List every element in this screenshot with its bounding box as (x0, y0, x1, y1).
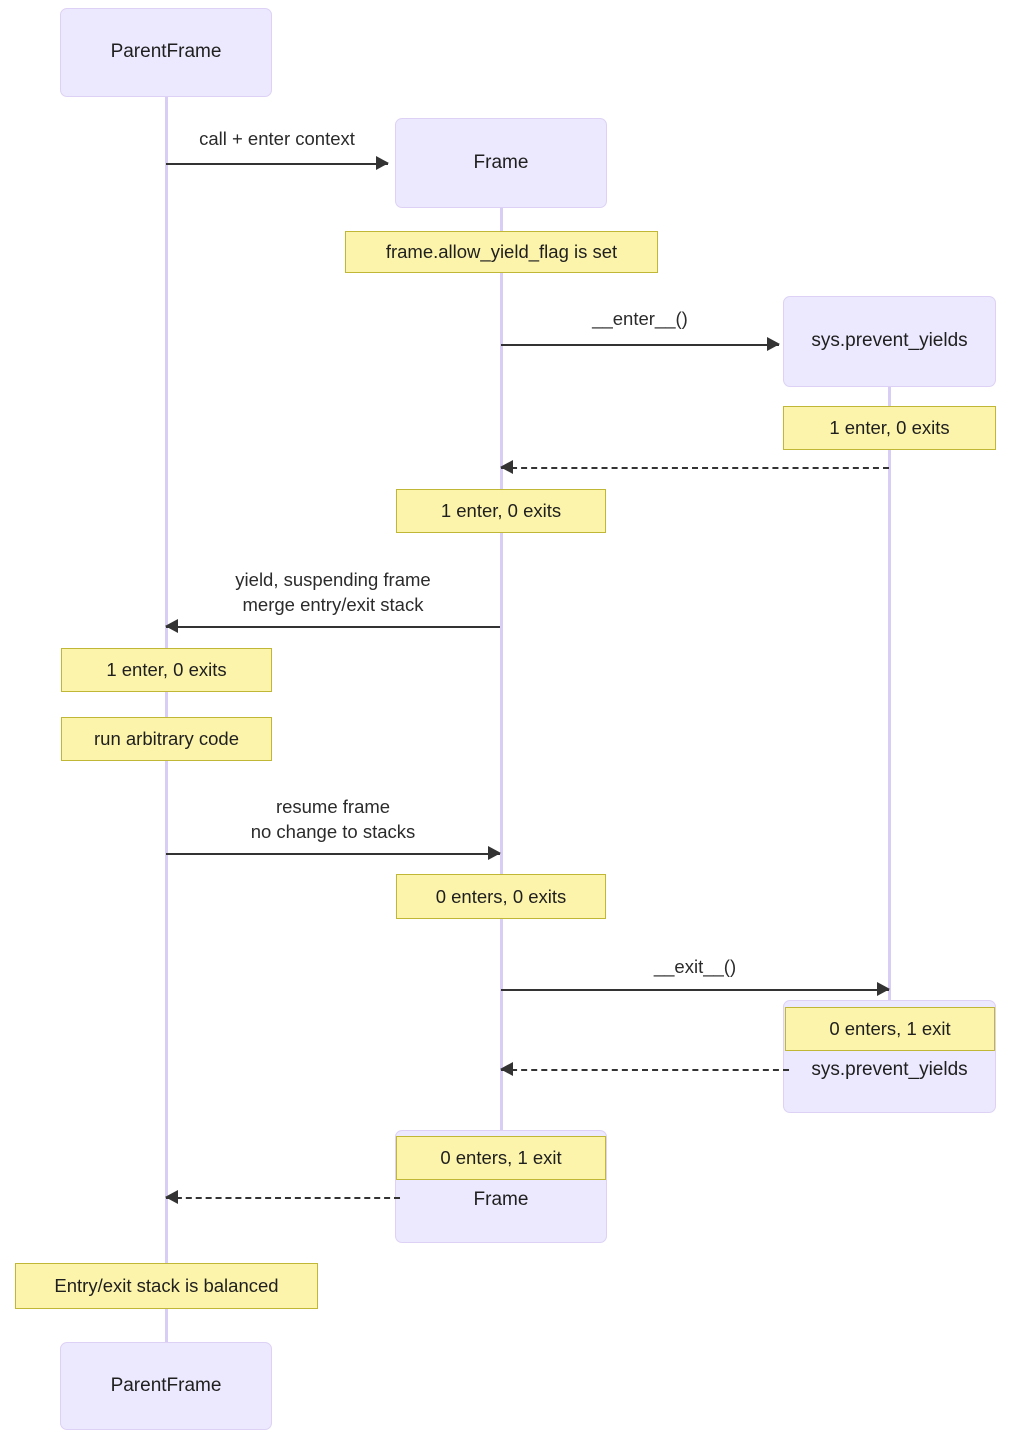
message-label-yield-suspend: yield, suspending frame merge entry/exit… (235, 569, 431, 615)
participant-label: Frame (473, 1189, 529, 1210)
message-line (501, 989, 889, 991)
note-run-arbitrary-code: run arbitrary code (61, 717, 272, 761)
participant-prevent-yields-top[interactable]: sys.prevent_yields (783, 296, 996, 387)
participant-label: ParentFrame (110, 41, 222, 63)
message-line (501, 467, 889, 469)
participant-label: Frame (473, 151, 529, 173)
message-line (166, 163, 388, 165)
arrowhead-right-icon (877, 982, 890, 996)
arrowhead-right-icon (376, 156, 389, 170)
note-prevent-yields-0-enters-1-exit: 0 enters, 1 exit (785, 1007, 995, 1051)
message-line (166, 1197, 400, 1199)
message-line (501, 1069, 789, 1071)
note-frame-0-enters-1-exit: 0 enters, 1 exit (396, 1136, 606, 1180)
arrowhead-left-icon (500, 460, 513, 474)
note-prevent-yields-1-enter-0-exits: 1 enter, 0 exits (783, 406, 996, 450)
lifeline-frame (500, 208, 503, 1131)
participant-label: sys.prevent_yields (811, 1059, 968, 1080)
message-line (501, 344, 779, 346)
note-allow-yield-flag: frame.allow_yield_flag is set (345, 231, 658, 273)
message-label-exit-call: __exit__() (653, 956, 737, 977)
participant-parentframe-bottom[interactable]: ParentFrame (60, 1342, 272, 1430)
participant-label: sys.prevent_yields (811, 330, 968, 352)
message-label-resume-frame: resume frame no change to stacks (250, 796, 416, 842)
participant-label: ParentFrame (110, 1374, 222, 1396)
arrowhead-left-icon (500, 1062, 513, 1076)
participant-parentframe-top[interactable]: ParentFrame (60, 8, 272, 97)
arrowhead-left-icon (165, 1190, 178, 1204)
arrowhead-left-icon (165, 619, 178, 633)
note-stack-balanced: Entry/exit stack is balanced (15, 1263, 318, 1309)
note-frame-1-enter-0-exits: 1 enter, 0 exits (396, 489, 606, 533)
note-parent-1-enter-0-exits: 1 enter, 0 exits (61, 648, 272, 692)
message-line (166, 853, 500, 855)
arrowhead-right-icon (767, 337, 780, 351)
message-label-enter-call: __enter__() (592, 308, 688, 329)
arrowhead-right-icon (488, 846, 501, 860)
message-line (166, 626, 500, 628)
message-label-call-enter-context: call + enter context (199, 128, 355, 149)
note-frame-0-enters-0-exits: 0 enters, 0 exits (396, 874, 606, 919)
participant-frame-top[interactable]: Frame (395, 118, 607, 208)
lifeline-prevent-yields (888, 387, 891, 1001)
